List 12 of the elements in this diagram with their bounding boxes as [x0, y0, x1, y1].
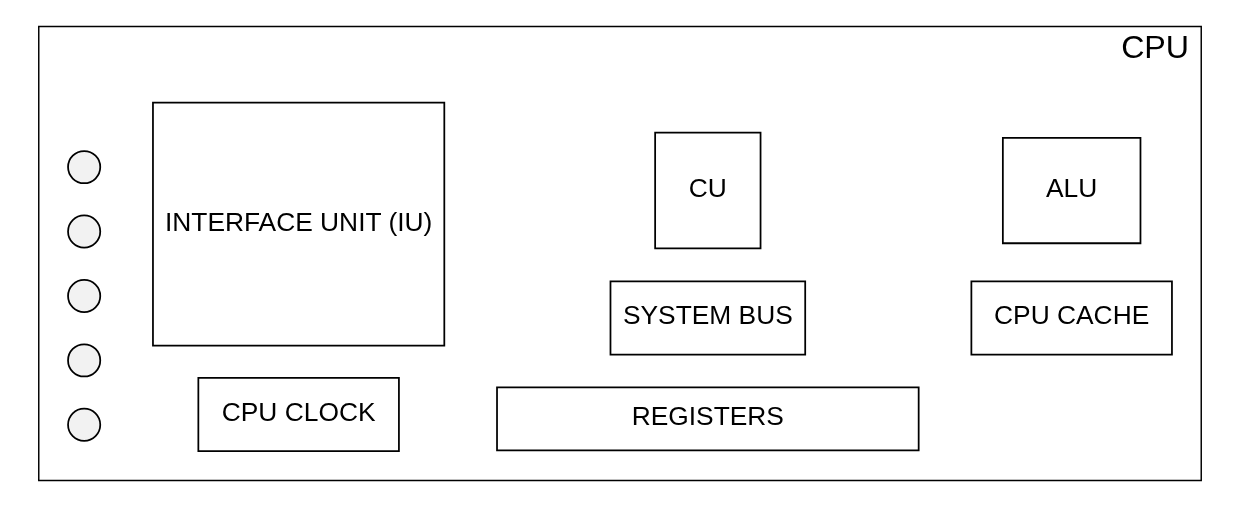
- node-box: CPU CACHE: [970, 279, 1173, 355]
- node-circle: [66, 407, 101, 442]
- node-box: CPU CLOCK: [196, 376, 400, 452]
- node-box: CU: [653, 131, 761, 249]
- node-circle: [66, 149, 101, 184]
- node-circle: [66, 278, 101, 313]
- node-circle: [66, 342, 101, 377]
- node-box: REGISTERS: [495, 386, 920, 451]
- node-box: INTERFACE UNIT (IU): [151, 101, 445, 347]
- node-box: SYSTEM BUS: [609, 279, 806, 355]
- node-box: ALU: [1001, 136, 1141, 244]
- node-circle: [66, 214, 101, 248]
